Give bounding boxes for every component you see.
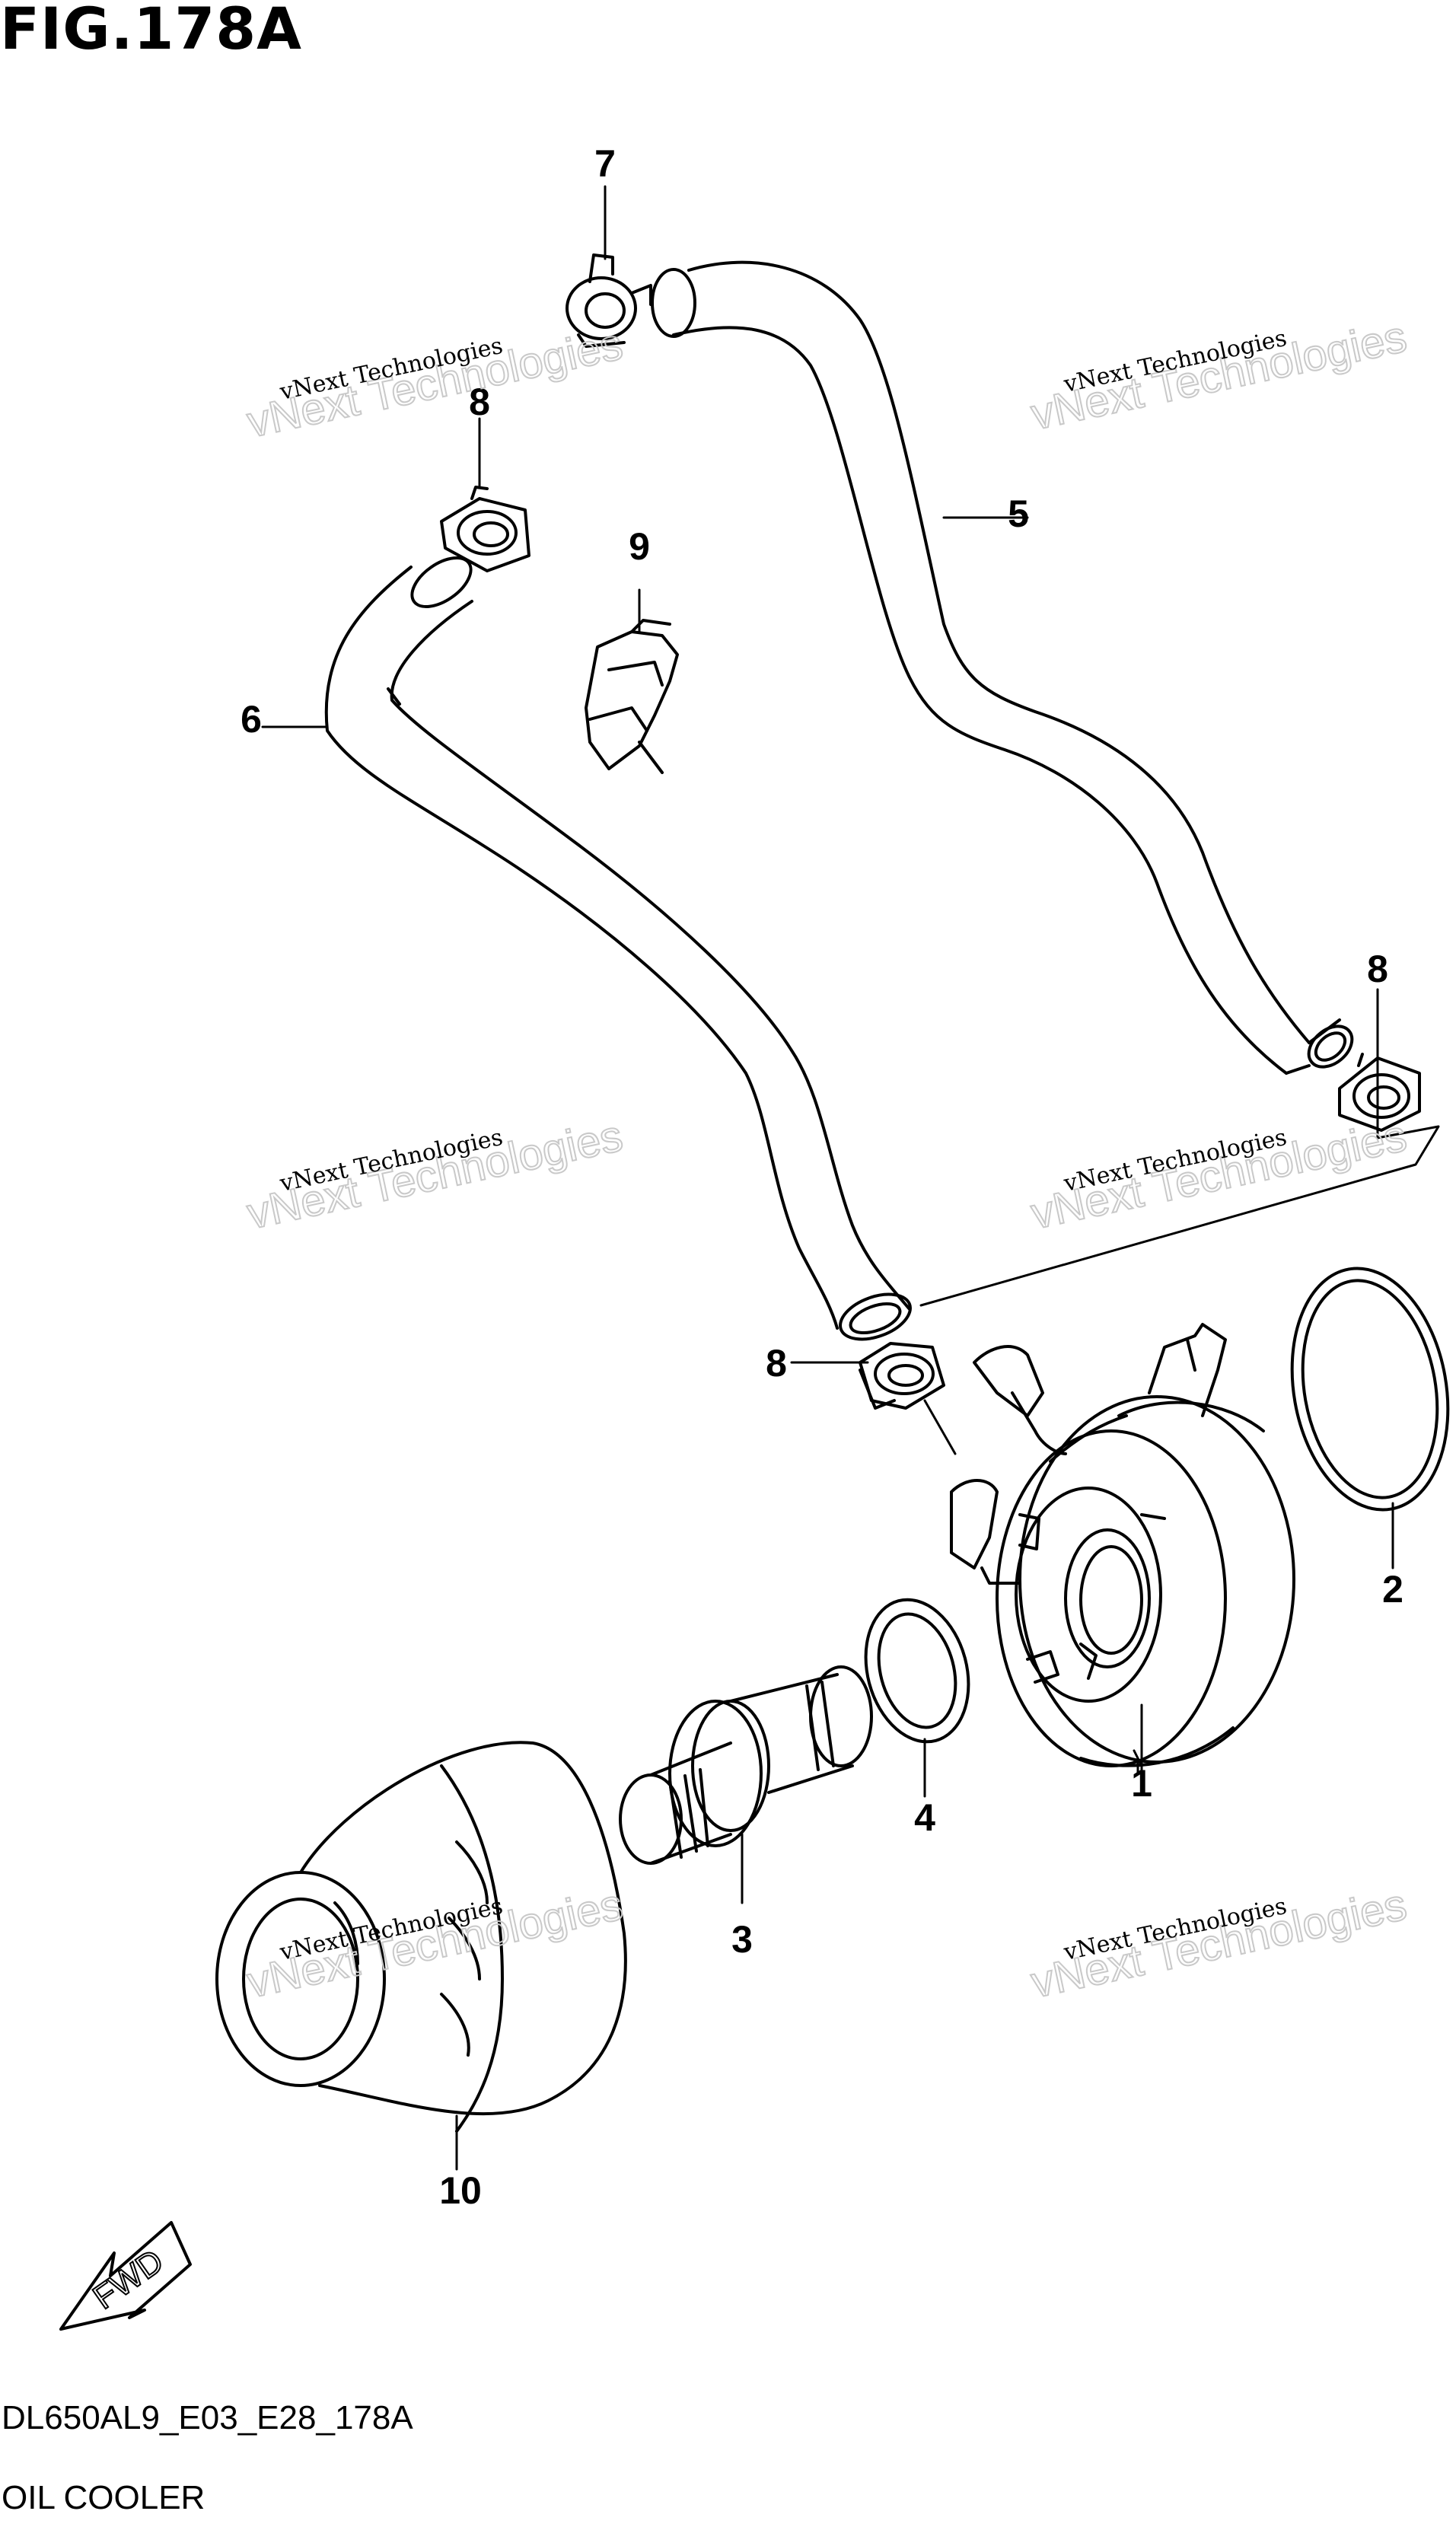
clamp-8-lower <box>859 1342 945 1410</box>
callout-4: 4 <box>914 1796 935 1839</box>
watermark-top-left: vNext Technologies vNext Technologies <box>242 318 627 448</box>
callout-6: 6 <box>241 698 262 741</box>
fwd-arrow-icon: FWD <box>59 2221 192 2331</box>
clamp-8-upper <box>440 486 530 572</box>
clamp-7 <box>566 253 652 348</box>
leader-lines <box>261 185 1440 2171</box>
watermark-low-right: vNext Technologies vNext Technologies <box>1026 1879 1411 2008</box>
watermark-mid-right: vNext Technologies vNext Technologies <box>1026 1110 1411 1239</box>
callout-3: 3 <box>731 1918 753 1961</box>
watermark-low-left: vNext Technologies vNext Technologies <box>242 1879 627 2008</box>
bracket-9 <box>585 619 679 774</box>
callout-8-lower: 8 <box>766 1342 787 1385</box>
callout-8-upper: 8 <box>469 381 490 423</box>
bolt-3 <box>619 1665 873 1865</box>
oil-cooler-1 <box>950 1323 1295 1767</box>
figure-name: OIL COOLER <box>2 2479 205 2516</box>
callout-7: 7 <box>594 142 616 185</box>
watermark-mid-left: vNext Technologies vNext Technologies <box>242 1110 627 1239</box>
figure-title: FIG.178A <box>0 0 302 62</box>
callout-10: 10 <box>439 2169 482 2212</box>
callout-5: 5 <box>1008 492 1029 535</box>
o-ring-2 <box>1290 1267 1450 1512</box>
callout-8-right: 8 <box>1367 948 1388 990</box>
gasket-4 <box>864 1598 970 1744</box>
figure-code: DL650AL9_E03_E28_178A <box>2 2399 413 2436</box>
watermark-top-right: vNext Technologies vNext Technologies <box>1026 311 1411 440</box>
callout-2: 2 <box>1382 1568 1403 1611</box>
callout-9: 9 <box>629 525 650 568</box>
hose-6 <box>324 556 912 1341</box>
oil-filter-10 <box>215 1741 627 2133</box>
callout-1: 1 <box>1131 1762 1152 1805</box>
